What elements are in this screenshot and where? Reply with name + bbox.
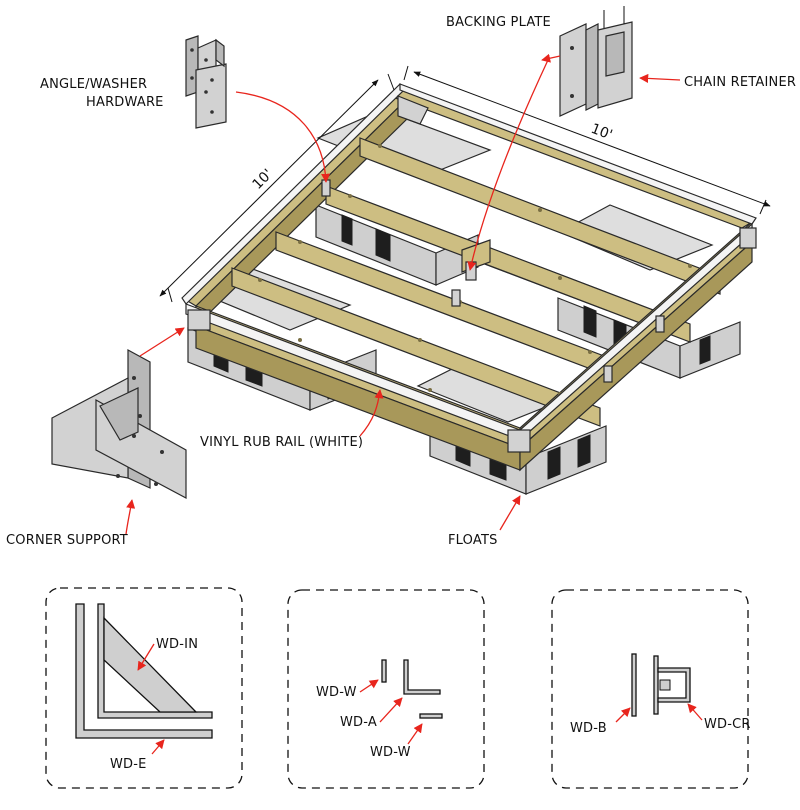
dimension-right: 10': [403, 65, 771, 215]
label-angle-washer-line2: HARDWARE: [86, 95, 164, 110]
profile-wd-cr-back: [653, 655, 659, 715]
profile-wd-in-frame: [97, 603, 213, 719]
profile-wd-cr: [657, 667, 691, 703]
leader-corner-support-to-deck: [139, 327, 185, 357]
label-backing-plate: BACKING PLATE: [446, 15, 551, 30]
dimension-left-label: 10': [250, 166, 277, 193]
profile-wd-in: [103, 616, 198, 713]
joist-hanger-1: [321, 179, 331, 197]
label-chain-retainer: CHAIN RETAINER: [684, 75, 796, 90]
leader-chain-retainer: [639, 73, 681, 83]
callout-leaders: [125, 53, 681, 535]
dimension-right-label: 10': [589, 121, 615, 144]
corner-bracket-front: [507, 429, 531, 453]
corner-bracket-right: [739, 227, 757, 249]
label-wd-a: WD-A: [340, 715, 377, 730]
profile-wd-w-top: [381, 659, 387, 683]
profile-wd-b: [631, 653, 637, 717]
deck-frame: [181, 83, 757, 472]
detail-box-angle-washer: WD-W WD-A WD-W: [287, 589, 485, 789]
corner-bracket-left: [187, 309, 211, 331]
leader-backing-plate-to-deck: [467, 59, 549, 271]
profile-wd-w-bottom: [419, 713, 443, 719]
joist-hanger-3: [603, 365, 613, 383]
label-corner-support: CORNER SUPPORT: [6, 533, 128, 548]
detail-box-corner: WD-IN WD-E: [45, 587, 243, 789]
detail-box-backing-retainer: WD-B WD-CR: [551, 589, 751, 789]
leader-floats: [499, 495, 521, 531]
label-wd-b: WD-B: [570, 721, 607, 736]
label-wd-e: WD-E: [110, 757, 147, 772]
label-vinyl-rub-rail: VINYL RUB RAIL (WHITE): [200, 435, 363, 450]
rim-joist-right-face: [519, 240, 753, 472]
label-angle-washer-line1: ANGLE/WASHER: [40, 77, 147, 92]
label-wd-cr: WD-CR: [704, 717, 751, 732]
label-wd-w-top: WD-W: [316, 685, 357, 700]
joist-hanger-4: [655, 315, 665, 333]
corner-support: [51, 348, 187, 499]
backing-plate-chain-retainer: [559, 6, 633, 117]
angle-washer-hardware: [185, 35, 227, 129]
joist-hanger-2: [451, 289, 461, 307]
label-floats: FLOATS: [448, 533, 498, 548]
profile-wd-a: [403, 659, 441, 695]
profile-wd-e: [75, 603, 213, 739]
leader-rub-rail: [359, 389, 384, 437]
leader-angle-washer: [235, 91, 331, 183]
leader-backing-plate-to-part: [541, 53, 561, 63]
label-wd-w-bottom: WD-W: [370, 745, 411, 760]
backing-plate-shape: [559, 23, 587, 117]
label-wd-in: WD-IN: [156, 637, 198, 652]
leader-corner-support: [125, 499, 136, 535]
